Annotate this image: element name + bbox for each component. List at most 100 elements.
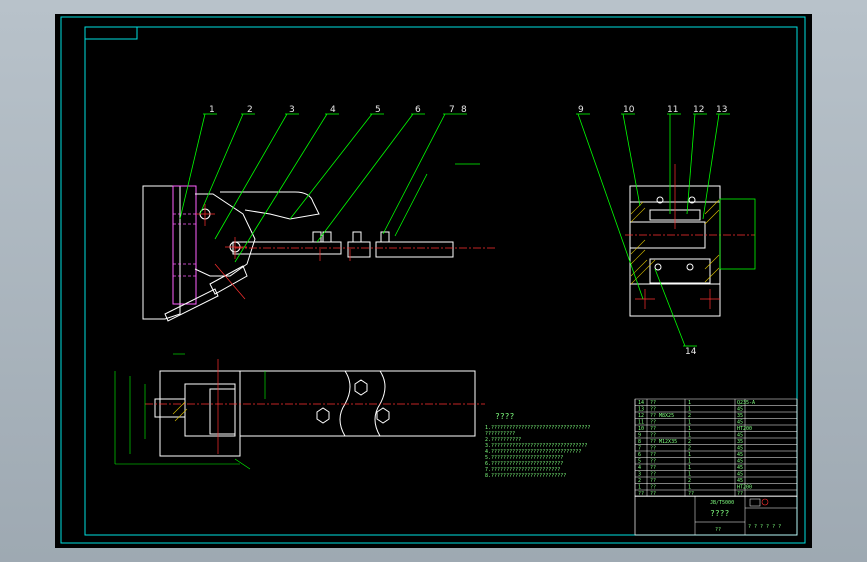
balloon-14: 14 <box>685 347 697 357</box>
top-hatching <box>172 401 188 422</box>
bom-cell: ?? <box>650 420 656 426</box>
side-centerlines <box>625 164 755 309</box>
balloon-8: 8 <box>461 105 467 115</box>
front-centerlines <box>195 204 495 300</box>
bom-header-cell: ?? <box>688 491 694 497</box>
balloon-13: 13 <box>716 105 727 115</box>
front-balloons: 1 2 3 4 5 6 7 8 <box>209 105 467 115</box>
bom-cell: 13 <box>638 407 644 413</box>
balloon-10: 10 <box>623 105 635 115</box>
bom-cell: 45 <box>737 452 743 458</box>
bom-cell: 1 <box>688 459 691 465</box>
front-view <box>142 185 454 322</box>
balloon-6: 6 <box>415 105 421 115</box>
bom-cell: 9 <box>638 433 641 439</box>
bom-cell: 7 <box>638 446 641 452</box>
tech-req-line: ?????????? <box>485 431 515 437</box>
bom-cell: ?? <box>650 433 656 439</box>
top-dimensions <box>114 353 266 470</box>
bom-cell: 45 <box>737 459 743 465</box>
signature-row: ? ? ? ? ? ? <box>748 524 781 530</box>
tech-req-line: 3.???????????????????????????????? <box>485 443 587 449</box>
bom-cell: 2 <box>688 439 691 445</box>
tech-req-line: 6.???????????????????????? <box>485 461 563 467</box>
side-hatching <box>630 199 720 285</box>
bom-cell: 4 <box>638 465 641 471</box>
side-balloons: 9 10 11 12 13 14 <box>578 105 727 357</box>
bom-cell: ?? <box>650 446 656 452</box>
tech-req-line: 4.?????????????????????????????? <box>485 449 581 455</box>
bom-cell: 2 <box>688 446 691 452</box>
bom-cell: 3 <box>638 472 641 478</box>
bom-cell: 2 <box>638 478 641 484</box>
bom-cell: 1 <box>688 465 691 471</box>
bom-cell: 45 <box>737 472 743 478</box>
bom-header-cell: ?? <box>737 491 743 497</box>
bom-cell: HT200 <box>737 485 752 491</box>
balloon-12: 12 <box>693 105 704 115</box>
bom-cell: ?? <box>650 485 656 491</box>
bom-cell: 1 <box>688 433 691 439</box>
bom-cell: 10 <box>638 426 644 432</box>
bom-cell: 45 <box>737 465 743 471</box>
balloon-7: 7 <box>449 105 455 115</box>
balloon-2: 2 <box>247 105 253 115</box>
tech-req-line: 2.?????????? <box>485 437 521 443</box>
bom-cell: HT200 <box>737 426 752 432</box>
bom-cell: 5 <box>638 459 641 465</box>
tech-req-line: 8.????????????????????????? <box>485 473 566 479</box>
bom-cell: 1 <box>688 400 691 406</box>
bom-cell: 45 <box>737 446 743 452</box>
bom-cell: 1 <box>688 472 691 478</box>
bom-cell: Q235-A <box>737 400 755 406</box>
bom-cell: ?? M12X35 <box>650 439 677 445</box>
front-leaders <box>179 113 480 263</box>
balloon-4: 4 <box>330 105 336 115</box>
bom-cell: 14 <box>638 400 644 406</box>
bom-cell: 12 <box>638 413 644 419</box>
balloon-5: 5 <box>375 105 381 115</box>
bom-cell: 45 <box>737 433 743 439</box>
side-leaders <box>576 113 756 347</box>
drawing-subtitle: ?? <box>715 527 721 533</box>
bom-cell: 8 <box>638 439 641 445</box>
bom-cell: 1 <box>688 420 691 426</box>
projection-symbol <box>749 498 761 507</box>
bom-cell: 45 <box>737 420 743 426</box>
bom-cell: ?? <box>650 478 656 484</box>
tech-requirements: ???? 1.?????????????????????????????????… <box>485 412 590 479</box>
cad-viewport[interactable]: 1 2 3 4 5 6 7 8 9 <box>55 14 812 548</box>
bom-cell: 1 <box>638 485 641 491</box>
bom-cell: 11 <box>638 420 644 426</box>
tech-req-line: 5.???????????????????????? <box>485 455 563 461</box>
bom-cell: ?? <box>650 472 656 478</box>
outer-border <box>60 16 806 544</box>
drawing-canvas: 1 2 3 4 5 6 7 8 9 <box>60 16 806 544</box>
front-hidden-lines <box>173 213 196 277</box>
tech-req-line: 7.??????????????????????? <box>485 467 560 473</box>
bom-cell: 2 <box>688 478 691 484</box>
inner-border <box>84 26 798 536</box>
bom-cell: 2 <box>688 413 691 419</box>
bom-header-cell: ?? <box>650 491 656 497</box>
bom-cell: 45 <box>737 478 743 484</box>
projection-symbol <box>761 498 769 506</box>
balloon-3: 3 <box>289 105 295 115</box>
bom-cell: 1 <box>688 407 691 413</box>
bom-cell: 6 <box>638 452 641 458</box>
bom-cell: 1 <box>688 426 691 432</box>
bom-cell: ?? M8X25 <box>650 413 674 419</box>
bom-cell: 35 <box>737 439 743 445</box>
bom-header-cell: ?? <box>638 491 644 497</box>
drawing-number: JB/T5000 <box>710 500 734 506</box>
balloon-1: 1 <box>209 105 215 115</box>
top-centerlines <box>145 359 485 454</box>
top-view <box>154 370 476 457</box>
tech-req-title: ???? <box>495 412 514 421</box>
bom-cell: ?? <box>650 465 656 471</box>
bom-cell: 1 <box>688 485 691 491</box>
bom-cell: ?? <box>650 400 656 406</box>
bom-cell: ?? <box>650 459 656 465</box>
drawing-title: ???? <box>710 509 729 518</box>
